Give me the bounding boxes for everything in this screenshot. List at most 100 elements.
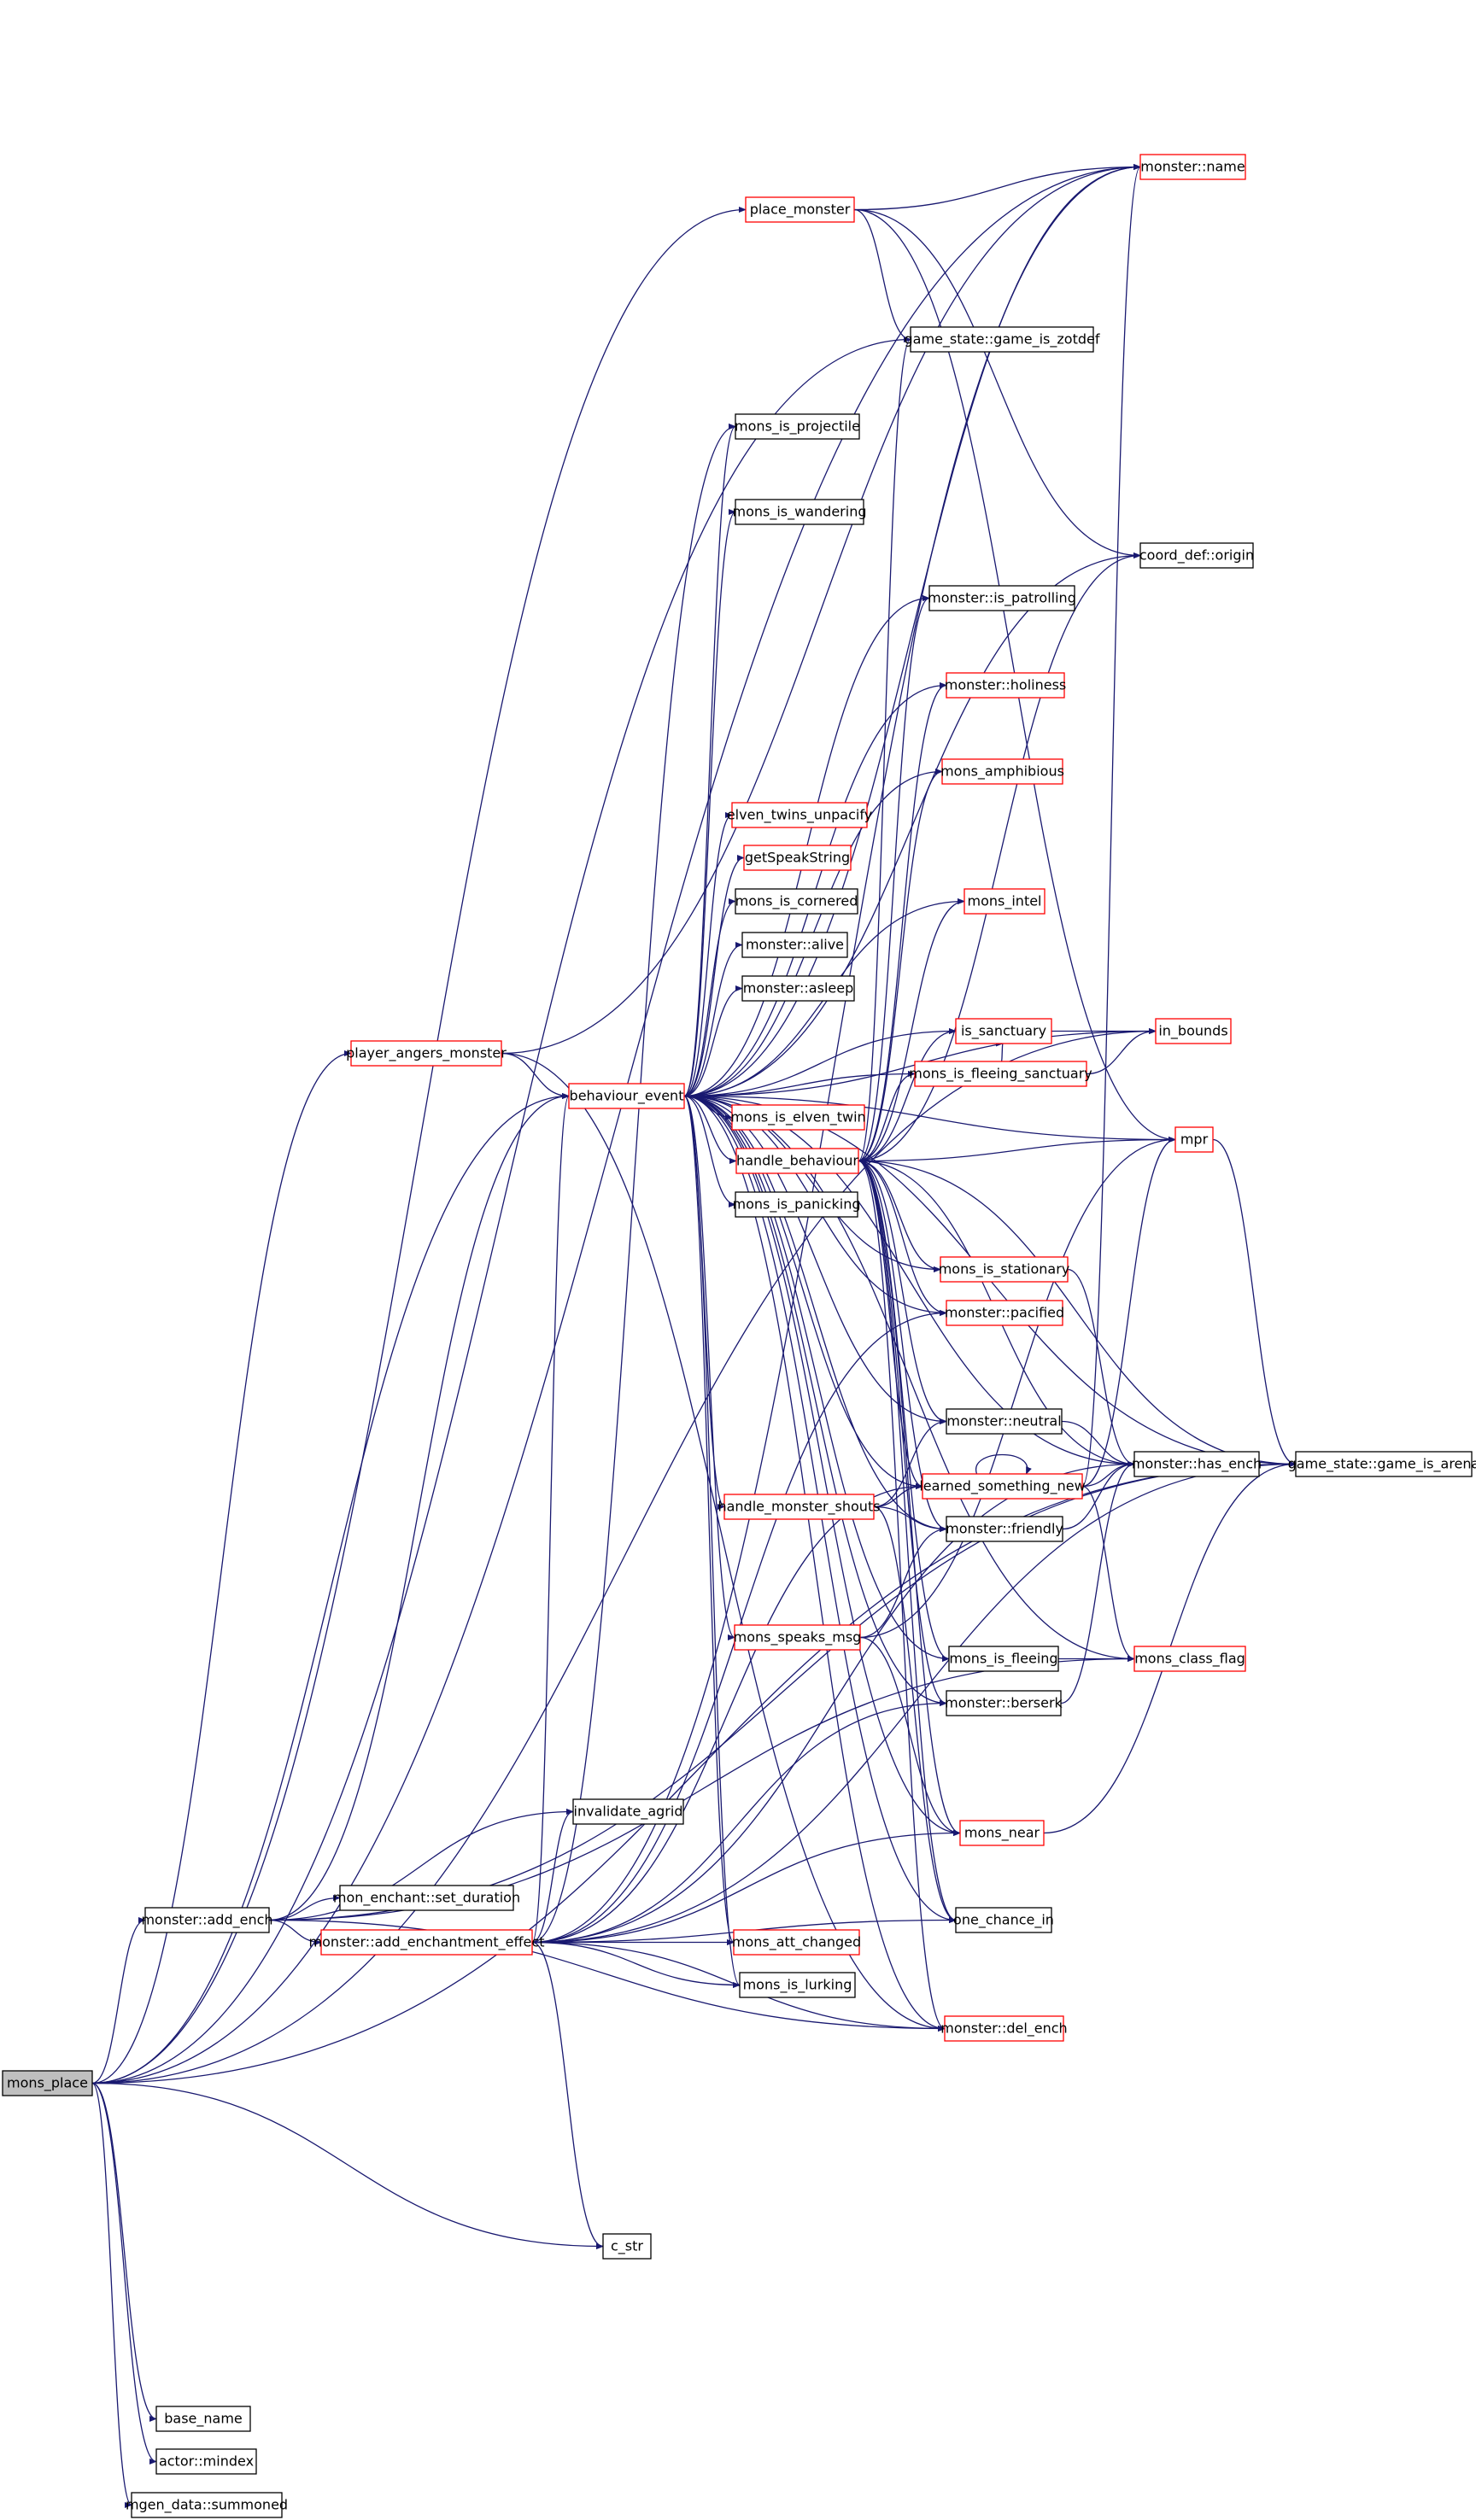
node-game-is-zotdef[interactable]: game_state::game_is_zotdef — [905, 326, 1100, 353]
node-behaviour-event[interactable]: behaviour_event — [568, 1083, 685, 1109]
node-monster-del-ench[interactable]: monster::del_ench — [940, 2015, 1068, 2042]
node-mons-is-cornered[interactable]: mons_is_cornered — [735, 888, 858, 915]
node-mons-is-lurking[interactable]: mons_is_lurking — [739, 1972, 856, 1998]
node-mons-is-wandering[interactable]: mons_is_wandering — [733, 499, 867, 525]
node-actor-mindex[interactable]: actor::mindex — [155, 2448, 257, 2475]
node-label: monster::del_ench — [940, 2020, 1067, 2038]
node-box — [955, 1018, 1052, 1044]
edge-monster-add-ench-to-add-enchantment-effect — [268, 1919, 322, 1946]
node-mons-is-elven-twin[interactable]: mons_is_elven_twin — [730, 1104, 866, 1131]
edge-mons-place-to-in-bounds — [91, 1027, 1157, 2084]
node-one-chance-in[interactable]: one_chance_in — [953, 1907, 1054, 1933]
edge-handle-behaviour-to-is-patrolling — [858, 595, 930, 1162]
edge-mons-place-to-behaviour-event — [91, 1092, 570, 2084]
node-box — [1155, 1018, 1232, 1044]
node-monster-berserk[interactable]: monster::berserk — [945, 1690, 1063, 1716]
node-box — [734, 1624, 861, 1651]
edge-player-angers-monster-to-monster-name — [501, 163, 1141, 1055]
node-label: mgen_data::summoned — [126, 2497, 288, 2514]
node-label: behaviour_event — [570, 1088, 684, 1105]
node-mons-is-panicking[interactable]: mons_is_panicking — [733, 1191, 861, 1218]
node-label: mon_enchant::set_duration — [333, 1890, 520, 1907]
node-mpr[interactable]: mpr — [1174, 1126, 1214, 1153]
node-box — [2, 2070, 93, 2096]
node-label: learned_something_new — [919, 1478, 1085, 1495]
node-box — [155, 2448, 257, 2475]
node-label: monster::is_patrolling — [928, 590, 1076, 607]
edge-mons-place-to-base-name — [91, 2082, 157, 2423]
edge-behaviour-event-to-mons-att-changed — [683, 1095, 735, 1945]
node-monster-friendly[interactable]: monster::friendly — [946, 1516, 1063, 1542]
node-invalidate-agrid[interactable]: invalidate_agrid — [572, 1798, 684, 1825]
edge-behaviour-event-to-mons-is-wandering — [683, 509, 736, 1097]
edge-handle-behaviour-to-game-is-zotdef — [858, 336, 911, 1162]
node-mons-intel[interactable]: mons_intel — [964, 888, 1046, 915]
node-monster-neutral[interactable]: monster::neutral — [946, 1408, 1063, 1435]
edge-behaviour-event-to-mons-is-fleeing-sanctuary — [683, 1070, 916, 1097]
node-label: one_chance_in — [953, 1912, 1054, 1929]
node-player-angers-monster[interactable]: player_angers_monster — [346, 1040, 507, 1067]
node-holiness[interactable]: monster::holiness — [945, 672, 1067, 699]
node-box — [928, 585, 1075, 611]
node-mons-speaks-msg[interactable]: mons_speaks_msg — [734, 1624, 862, 1651]
edge-handle-behaviour-to-is-sanctuary — [858, 1027, 957, 1162]
node-box — [946, 1690, 1062, 1716]
node-handle-monster-shouts[interactable]: handle_monster_shouts — [718, 1494, 881, 1520]
edge-add-enchantment-effect-to-monster-berserk — [531, 1699, 947, 1944]
node-is-sanctuary[interactable]: is_sanctuary — [955, 1018, 1052, 1044]
node-mons-is-projectile[interactable]: mons_is_projectile — [735, 413, 860, 440]
edge-behaviour-event-to-handle-behaviour — [683, 1095, 737, 1165]
node-box — [735, 1148, 859, 1174]
node-monster-alive[interactable]: monster::alive — [741, 932, 848, 958]
node-box — [723, 1494, 875, 1520]
node-monster-add-ench[interactable]: monster::add_ench — [141, 1907, 273, 1933]
node-monster-asleep[interactable]: monster::asleep — [741, 975, 855, 1002]
edge-player-angers-monster-to-monster-del-ench — [501, 1052, 946, 2032]
node-label: mons_is_panicking — [733, 1196, 861, 1213]
node-label: invalidate_agrid — [574, 1804, 683, 1821]
node-label: mons_speaks_msg — [734, 1629, 862, 1646]
node-mgen-summoned[interactable]: mgen_data::summoned — [126, 2492, 288, 2518]
node-elven-twins-unpacify[interactable]: elven_twins_unpacify — [727, 802, 872, 828]
edge-learned-something-new-to-learned-something-new — [975, 1453, 1032, 1475]
edge-behaviour-event-to-mpr — [683, 1095, 1176, 1143]
node-label: mons_is_projectile — [735, 418, 860, 436]
node-getspeakstring[interactable]: getSpeakString — [743, 845, 852, 871]
node-is-patrolling[interactable]: monster::is_patrolling — [928, 585, 1076, 611]
node-coord-origin[interactable]: coord_def::origin — [1139, 542, 1254, 569]
node-mons-is-fleeing[interactable]: mons_is_fleeing — [948, 1646, 1059, 1672]
node-mons-is-stationary[interactable]: mons_is_stationary — [939, 1256, 1070, 1283]
node-handle-behaviour[interactable]: handle_behaviour — [735, 1148, 859, 1174]
node-set-duration[interactable]: mon_enchant::set_duration — [333, 1885, 520, 1911]
edge-add-enchantment-effect-to-invalidate-agrid — [531, 1808, 574, 1944]
node-mons-place[interactable]: mons_place — [2, 2070, 93, 2096]
node-label: monster::name — [1140, 159, 1245, 175]
edge-monster-friendly-to-has-ench — [1062, 1460, 1135, 1530]
node-in-bounds[interactable]: in_bounds — [1155, 1018, 1232, 1044]
node-mons-is-fleeing-sanctuary[interactable]: mons_is_fleeing_sanctuary — [909, 1061, 1092, 1087]
node-mons-class-flag[interactable]: mons_class_flag — [1133, 1646, 1246, 1672]
edge-mons-place-to-game-is-zotdef — [91, 336, 911, 2084]
node-monster-name[interactable]: monster::name — [1139, 154, 1246, 180]
node-add-enchantment-effect[interactable]: monster::add_enchantment_effect — [309, 1929, 545, 1956]
node-label: mons_near — [964, 1825, 1040, 1842]
edge-place-monster-to-monster-name — [853, 163, 1141, 211]
node-game-is-arena[interactable]: game_state::game_is_arena — [1288, 1451, 1476, 1477]
node-has-ench[interactable]: monster::has_ench — [1132, 1451, 1262, 1477]
node-box — [602, 2233, 652, 2260]
node-mons-near[interactable]: mons_near — [959, 1820, 1045, 1846]
node-box — [946, 1300, 1063, 1326]
node-box — [946, 672, 1065, 699]
node-base-name[interactable]: base_name — [155, 2406, 251, 2432]
node-mons-att-changed[interactable]: mons_att_changed — [732, 1929, 861, 1956]
node-box — [959, 1820, 1045, 1846]
node-monster-pacified[interactable]: monster::pacified — [945, 1300, 1064, 1326]
node-label: mpr — [1180, 1131, 1209, 1148]
edge-handle-monster-shouts-to-monster-neutral — [873, 1418, 947, 1508]
node-place-monster[interactable]: place_monster — [745, 196, 855, 223]
node-box — [731, 802, 868, 828]
edge-add-enchantment-effect-to-behaviour-event — [531, 1093, 570, 1944]
node-mons-amphibious[interactable]: mons_amphibious — [940, 758, 1064, 785]
node-c-str[interactable]: c_str — [602, 2233, 652, 2260]
node-learned-something-new[interactable]: learned_something_new — [919, 1473, 1086, 1500]
